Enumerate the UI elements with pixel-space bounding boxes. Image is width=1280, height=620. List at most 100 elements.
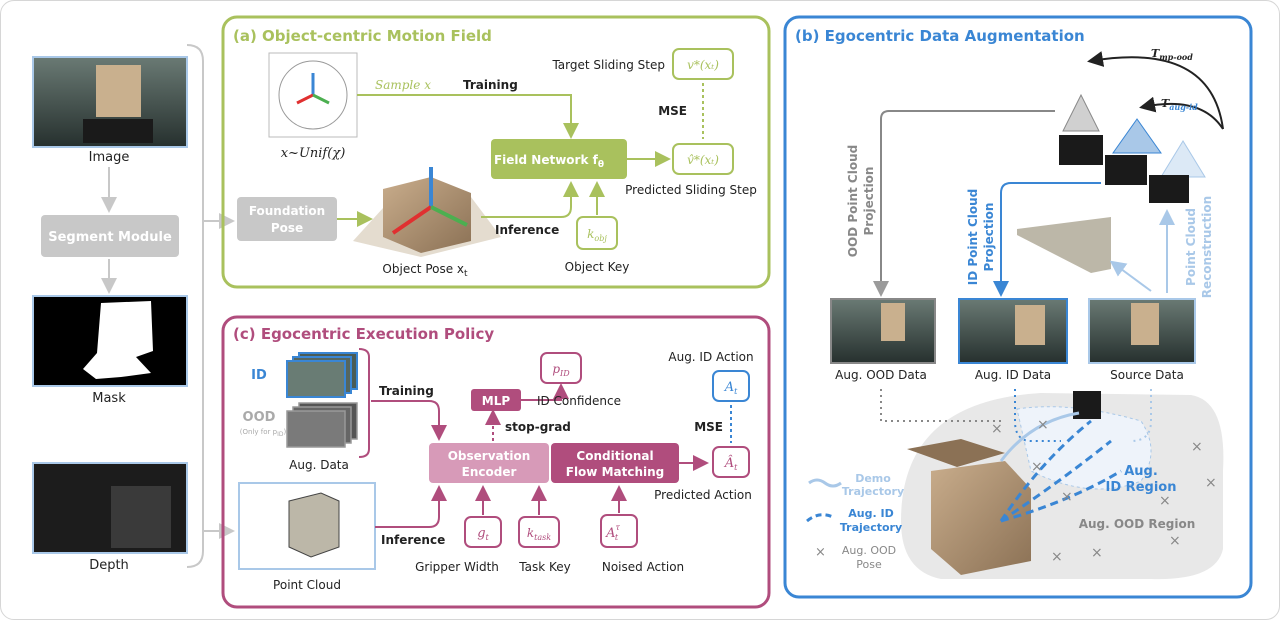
aug-id-traj-1	[999, 419, 1092, 522]
camera-ood	[1062, 93, 1100, 132]
stop-grad-label: stop-grad	[505, 420, 571, 434]
legend-demo-2: Trajectory	[842, 485, 904, 498]
a-hat-symbol: Ât	[724, 455, 738, 472]
object-pose-label: Object Pose xt	[382, 262, 468, 279]
aug-id-region-2: ID Region	[1106, 480, 1177, 495]
mse-a: MSE	[658, 104, 687, 118]
mse-c: MSE	[694, 420, 723, 434]
demo-trajectory	[999, 411, 1080, 462]
image-label: Image	[89, 150, 130, 165]
recon-arrow-1	[1109, 260, 1152, 292]
predicted-step-label: Predicted Sliding Step	[625, 183, 757, 197]
a-hat-box	[712, 446, 750, 478]
training-label-c: Training	[379, 384, 434, 398]
image-gripper	[83, 119, 153, 143]
object-key-label: Object Key	[565, 260, 630, 274]
depth-shape	[111, 486, 171, 548]
id-stack-front	[286, 360, 346, 398]
ood-pose-marker: ×	[1205, 475, 1217, 491]
target-step-box	[672, 48, 734, 80]
source-data-label: Source Data	[1110, 368, 1184, 382]
ood-pose-marker: ×	[1191, 439, 1203, 455]
inference-arrow-c	[375, 485, 447, 528]
pose-axis-x	[391, 205, 433, 235]
inference-label-c: Inference	[381, 533, 445, 547]
transform-arc-ood	[1087, 51, 1224, 130]
task-key-label: Task Key	[518, 560, 570, 574]
ood-projection-1: OOD Point Cloud	[846, 145, 860, 257]
mlp-to-pid-arrow	[521, 383, 569, 401]
legend-demo-swatch	[808, 478, 842, 488]
foundation-pose-box	[237, 197, 337, 241]
mlp-box	[471, 389, 521, 411]
id-dotted-link	[1014, 389, 1061, 442]
inference-label-a: Inference	[495, 223, 559, 237]
depth-label: Depth	[89, 558, 129, 573]
pose-axis-y	[430, 205, 468, 227]
legend-demo-1: Demo	[855, 472, 891, 485]
ood-stack-front	[286, 410, 346, 448]
pc-recon-2: Reconstruction	[1200, 196, 1214, 298]
target-step-symbol: v*(xₜ)	[687, 58, 719, 72]
aug-data-bracket	[358, 348, 370, 458]
cfm-box	[551, 443, 679, 483]
cfm-2: Flow Matching	[566, 465, 665, 479]
aug-id-action-label: Aug. ID Action	[668, 350, 753, 364]
g-t-symbol: gt	[477, 526, 489, 542]
sample-arrow	[357, 94, 579, 139]
point-cloud-shape	[288, 492, 340, 558]
inference-arrow-a	[481, 181, 579, 218]
ood-note: (Only for pID)	[240, 428, 287, 438]
legend-augid-swatch	[806, 513, 834, 523]
obs-encoder-1: Observation	[448, 449, 531, 463]
panel-a-border	[221, 15, 771, 289]
ood-pose-marker: ×	[1169, 533, 1181, 549]
ood-projection-arrow	[873, 110, 1055, 297]
ood-pose-marker: ×	[1031, 459, 1043, 475]
axis-y	[312, 93, 330, 105]
legend-augid-1: Aug. ID	[848, 507, 893, 520]
left-column: Image Segment Module Mask Depth	[32, 44, 235, 573]
legend-augid-2: Trajectory	[840, 521, 902, 534]
aug-ood-box	[881, 303, 905, 341]
left-bracket	[186, 44, 204, 568]
panel-b: (b) Egocentric Data Augmentation Tmp-ood…	[783, 15, 1253, 599]
aug-data-label: Aug. Data	[289, 458, 349, 472]
aug-id-box	[1015, 305, 1045, 345]
field-network-label: Field Network fθ	[494, 153, 604, 170]
legend-ood-pose-2: Pose	[856, 558, 882, 571]
gripper-source	[1149, 175, 1189, 203]
object-pose-box	[383, 177, 471, 253]
object-key-symbol: kobj	[587, 227, 607, 243]
id-label: ID	[251, 368, 267, 383]
source-box	[1131, 303, 1159, 345]
ood-pose-marker: ×	[1061, 489, 1073, 505]
gripper-width-label: Gripper Width	[415, 560, 499, 574]
ood-pose-marker: ×	[1159, 493, 1171, 509]
obs-encoder-box	[429, 443, 549, 483]
sample-x-label: Sample x	[375, 78, 431, 92]
id-confidence-label: ID Confidence	[537, 394, 621, 408]
t-mp-ood: Tmp-ood	[1151, 47, 1193, 62]
sample-dist: x~Unif(χ)	[281, 146, 346, 161]
ood-dotted-link	[880, 389, 1001, 422]
mask-shape	[83, 301, 153, 379]
a-t-box	[712, 370, 750, 402]
foundation-pose-1: Foundation	[249, 204, 325, 218]
panel-c: (c) Egocentric Execution Policy ID OOD (…	[221, 315, 771, 609]
target-step-label: Target Sliding Step	[551, 58, 665, 72]
mask-label: Mask	[92, 391, 126, 406]
t-aug-id: Taug-id	[1161, 97, 1198, 112]
sample-sphere	[278, 60, 348, 130]
panel-b-border	[783, 15, 1253, 599]
panel-a-title: (a) Object-centric Motion Field	[233, 27, 492, 45]
image-box-object	[96, 65, 141, 117]
predicted-step-symbol: v̂*(xₜ)	[687, 153, 719, 167]
predicted-step-box	[672, 143, 734, 175]
transform-arc-id	[1139, 96, 1224, 130]
mlp-label: MLP	[482, 394, 511, 408]
segment-module-box	[41, 215, 179, 257]
source-dotted-link	[1130, 389, 1152, 442]
